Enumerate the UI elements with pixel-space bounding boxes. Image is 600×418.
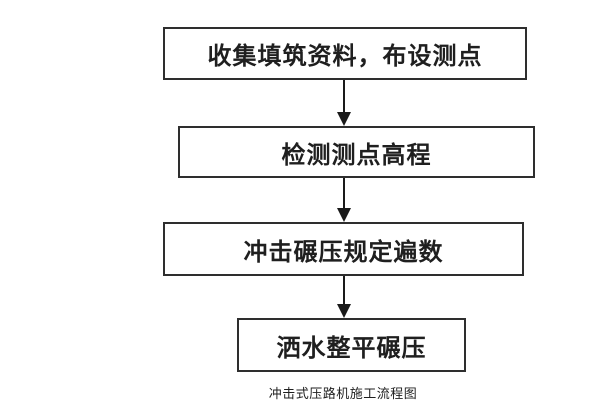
down-arrow-icon — [337, 178, 351, 222]
flow-step-collect-data: 收集填筑资料，布设测点 — [163, 27, 527, 80]
arrow-line — [343, 178, 345, 208]
flow-step-water-leveling-label: 洒水整平碾压 — [276, 334, 427, 362]
arrow-head — [337, 208, 351, 222]
down-arrow-icon — [337, 80, 351, 126]
flow-step-collect-data-label: 收集填筑资料，布设测点 — [207, 43, 483, 70]
arrow-line — [343, 80, 345, 112]
down-arrow-icon — [337, 276, 351, 318]
arrow-line — [343, 276, 345, 304]
arrow-head — [337, 112, 351, 126]
flow-step-check-elevation-label: 检测测点高程 — [281, 141, 432, 169]
flow-step-impact-rolling-label: 冲击碾压规定遍数 — [243, 238, 444, 266]
flow-step-check-elevation: 检测测点高程 — [178, 126, 535, 178]
flow-step-impact-rolling: 冲击碾压规定遍数 — [163, 222, 524, 276]
flow-step-water-leveling: 洒水整平碾压 — [237, 318, 466, 372]
arrow-head — [337, 304, 351, 318]
flowchart-caption: 冲击式压路机施工流程图 — [268, 386, 418, 401]
